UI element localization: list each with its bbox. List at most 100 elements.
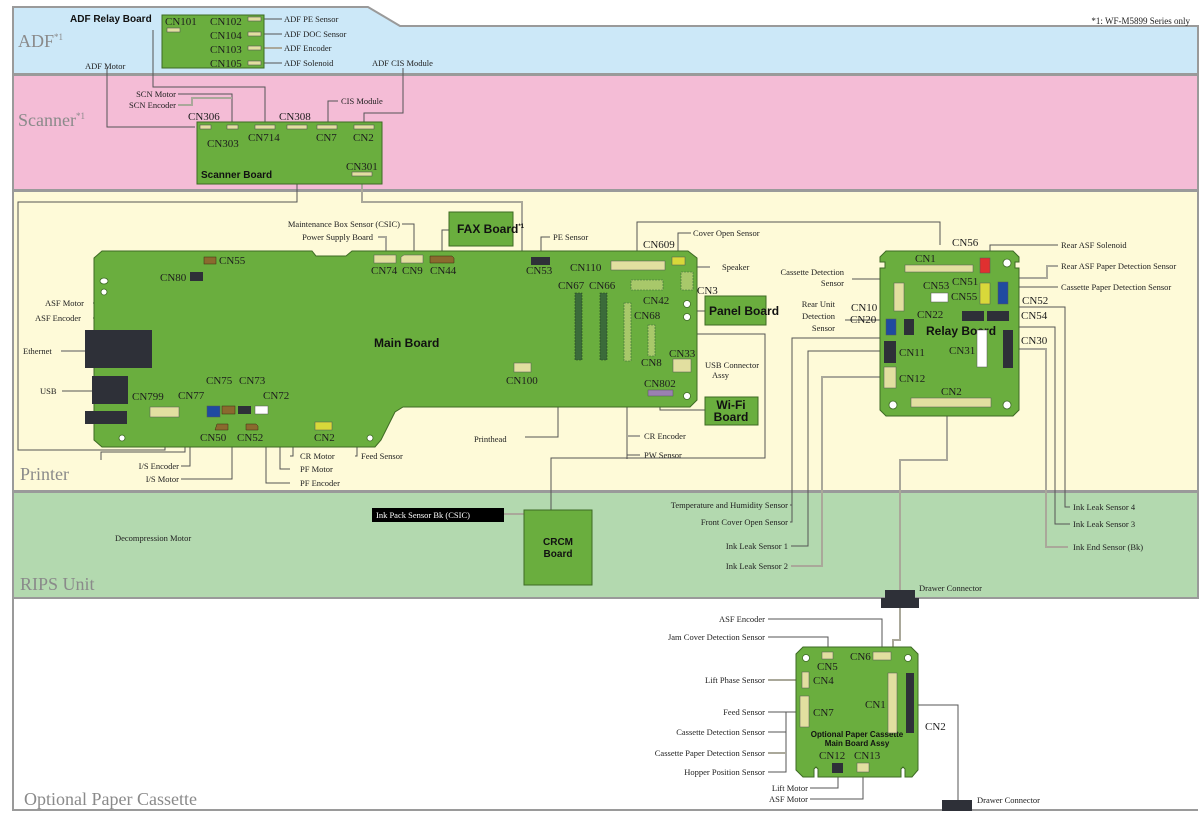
cn105-connector: [247, 60, 262, 66]
cn30-connector: [1003, 330, 1013, 368]
printhead-label: Printhead: [474, 434, 507, 444]
cn55-connector: [962, 311, 984, 321]
cas-cassette-paper-detection-label: Cassette Paper Detection Sensor: [655, 748, 765, 758]
is-encoder-label: I/S Encoder: [139, 461, 180, 471]
mounting-hole: [99, 277, 109, 285]
cn104-label: CN104: [210, 30, 242, 42]
cn67-label: CN67: [558, 280, 585, 292]
cas-asf-motor-label: ASF Motor: [769, 794, 808, 804]
scanner-board-pcb: [196, 121, 383, 185]
wire-fax: [441, 229, 449, 254]
cn609-connector: [671, 256, 686, 266]
lift-phase-sensor-label: Lift Phase Sensor: [705, 675, 765, 685]
cn66-label: CN66: [589, 280, 616, 292]
cn42-label: CN42: [643, 295, 669, 307]
rear-asf-paper-detection-label: Rear ASF Paper Detection Sensor: [1061, 261, 1176, 271]
cn51-connector: [979, 282, 991, 305]
cas-cn13-connector: [856, 762, 870, 773]
cn2-label: CN2: [941, 386, 962, 398]
cn110-connector: [610, 260, 666, 271]
adf-solenoid-label: ADF Solenoid: [284, 58, 334, 68]
wire-cover-open: [677, 232, 691, 257]
cassette-section-label: Optional Paper Cassette: [24, 789, 197, 809]
wire-scn-motor: [178, 93, 233, 124]
adf-encoder-label: ADF Encoder: [284, 43, 332, 53]
cas-cn4-connector: [801, 671, 810, 689]
cn77-connector: [206, 405, 221, 418]
wire-ink-leak2: [791, 376, 885, 567]
cn103-label: CN103: [210, 44, 242, 56]
speaker-label: Speaker: [722, 262, 750, 272]
cn7-label: CN7: [316, 132, 337, 144]
adf-section-label: ADF*1: [18, 31, 63, 51]
cn3-connector: [680, 271, 694, 291]
cas-cn2-connector: [906, 673, 914, 733]
cn10-connector: [893, 282, 905, 312]
cn1-label: CN1: [915, 253, 936, 265]
cas-cn1-label: CN1: [865, 699, 886, 711]
section-rips: RIPS Unit: [12, 491, 1199, 599]
mounting-hole: [904, 654, 912, 662]
cassette-main-board: Optional Paper Cassette Main Board Assy …: [655, 614, 1040, 811]
adf-motor-label: ADF Motor: [85, 61, 126, 71]
cn110-label: CN110: [570, 262, 602, 274]
cn75-label: CN75: [206, 375, 233, 387]
cn80-label: CN80: [160, 272, 187, 284]
cn303-label: CN303: [207, 138, 239, 150]
rear-asf-solenoid-label: Rear ASF Solenoid: [1061, 240, 1127, 250]
drawer-connector-bottom: [881, 598, 919, 608]
cn55-label: CN55: [951, 291, 978, 303]
cas-cn5-connector: [821, 651, 834, 660]
cn52-label: CN52: [1022, 295, 1048, 307]
ink-leak-sensor-2-label: Ink Leak Sensor 2: [726, 561, 788, 571]
cn306-connector: [199, 124, 212, 130]
ink-leak-sensor-4-label: Ink Leak Sensor 4: [1073, 502, 1136, 512]
cn30-label: CN30: [1021, 335, 1048, 347]
wire-front-cover: [790, 338, 793, 523]
cas-cn7-connector: [799, 695, 810, 728]
wire-ink-end: [1015, 348, 1068, 548]
ink-leak-sensor-1-label: Ink Leak Sensor 1: [726, 541, 788, 551]
mounting-hole: [1002, 258, 1012, 268]
rips-unit: CRCM Board Ink Pack Sensor Bk (CSIC) Tem…: [372, 500, 1143, 608]
cn33-connector: [672, 358, 692, 373]
asf-encoder-label: ASF Encoder: [35, 313, 81, 323]
cn2-connector: [353, 124, 375, 130]
cassette-board-title-line1: Optional Paper Cassette: [811, 730, 904, 739]
adf-relay-board-title: ADF Relay Board: [70, 14, 152, 25]
usb-port-icon: [92, 376, 128, 404]
cn74-connector: [373, 254, 397, 264]
cn11-label: CN11: [899, 347, 925, 359]
adf-relay-board-pcb: [161, 14, 265, 69]
cn77-label: CN77: [178, 390, 205, 402]
cn100-connector: [513, 362, 532, 373]
mounting-hole: [683, 300, 691, 308]
wire-cn101-cn714: [152, 30, 266, 124]
cn53-label: CN53: [923, 280, 950, 292]
cas-asf-encoder-label: ASF Encoder: [719, 614, 765, 624]
cn714-connector: [254, 124, 276, 130]
cn308-label: CN308: [279, 111, 311, 123]
wire-power-supply: [378, 236, 387, 254]
section-cassette: Optional Paper Cassette: [12, 599, 1198, 811]
cn80-connector: [190, 272, 203, 281]
cn56-connector: [979, 257, 991, 274]
cn20-connector: [885, 318, 897, 336]
cn20-label: CN20: [850, 314, 877, 326]
cn68-label: CN68: [634, 310, 661, 322]
pf-motor-label: PF Motor: [300, 464, 333, 474]
scn-motor-label: SCN Motor: [136, 89, 176, 99]
cn799-connector: [149, 406, 180, 418]
cn42-connector: [630, 279, 664, 291]
rips-section-label: RIPS Unit: [20, 574, 95, 594]
cn609-label: CN609: [643, 239, 675, 251]
cn10-label: CN10: [851, 302, 878, 314]
cn72-label: CN72: [263, 390, 289, 402]
jam-cover-detection-label: Jam Cover Detection Sensor: [668, 632, 765, 642]
wire-adf-motor: [106, 68, 195, 128]
crcm-board-pcb: [523, 509, 593, 586]
cn50-label: CN50: [200, 432, 227, 444]
cn54-label: CN54: [1021, 310, 1048, 322]
scn-encoder-label: SCN Encoder: [129, 100, 176, 110]
